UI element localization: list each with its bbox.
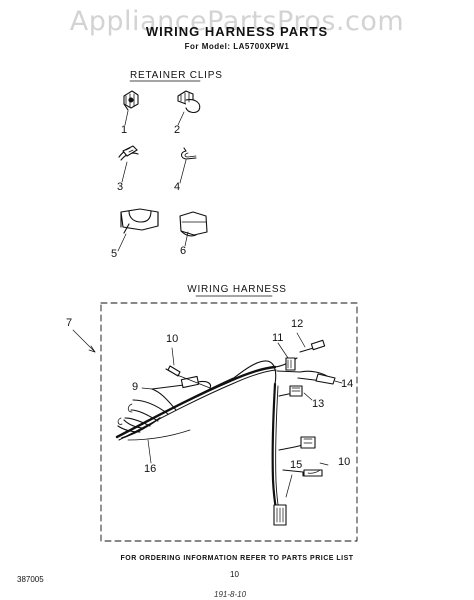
section-retainer-clips: RETAINER CLIPS	[130, 70, 223, 81]
callout-10-left: 10	[166, 333, 179, 345]
callout-15: 15	[290, 459, 303, 471]
callout-2: 2	[174, 124, 181, 136]
callout-6: 6	[180, 245, 187, 257]
section-wiring-harness: WIRING HARNESS	[187, 284, 287, 295]
date-stamp: 191-8-10	[214, 590, 247, 599]
retainer-clip-2[interactable]	[177, 90, 201, 126]
callout-3: 3	[117, 181, 124, 193]
callout-4: 4	[174, 181, 181, 193]
page-number: 10	[230, 570, 239, 579]
leader-line	[124, 110, 129, 126]
retainer-clip-5[interactable]	[117, 208, 159, 252]
leader-line	[179, 159, 187, 184]
callout-12: 12	[291, 318, 304, 330]
document-number: 387005	[17, 575, 44, 584]
leader-line	[184, 231, 189, 247]
ordering-note: FOR ORDERING INFORMATION REFER TO PARTS …	[120, 555, 354, 562]
harness-frame	[100, 302, 358, 542]
callout-7: 7	[66, 317, 73, 329]
callout-14: 14	[341, 378, 354, 390]
wire-harness[interactable]	[115, 339, 336, 526]
callout-11: 11	[272, 332, 284, 344]
retainer-clip-3[interactable]	[118, 145, 139, 183]
callout-13: 13	[312, 398, 325, 410]
model-line: For Model: LA5700XPW1	[184, 42, 290, 51]
leader-line	[72, 329, 96, 353]
leader-line	[177, 111, 185, 126]
page-title: WIRING HARNESS PARTS	[145, 24, 329, 39]
retainer-clip-6[interactable]	[179, 211, 208, 247]
retainer-clip-4[interactable]	[179, 147, 197, 184]
leader-line	[117, 233, 127, 252]
callout-10-right: 10	[338, 456, 351, 468]
retainer-clip-1[interactable]	[123, 90, 139, 126]
leader-line	[121, 161, 128, 183]
callout-5: 5	[111, 248, 118, 260]
callout-9: 9	[132, 381, 139, 393]
harness-leaders	[141, 332, 343, 498]
callout-1: 1	[121, 124, 128, 136]
callout-16: 16	[144, 463, 157, 475]
watermark: AppliancePartsPros.com	[69, 6, 405, 37]
